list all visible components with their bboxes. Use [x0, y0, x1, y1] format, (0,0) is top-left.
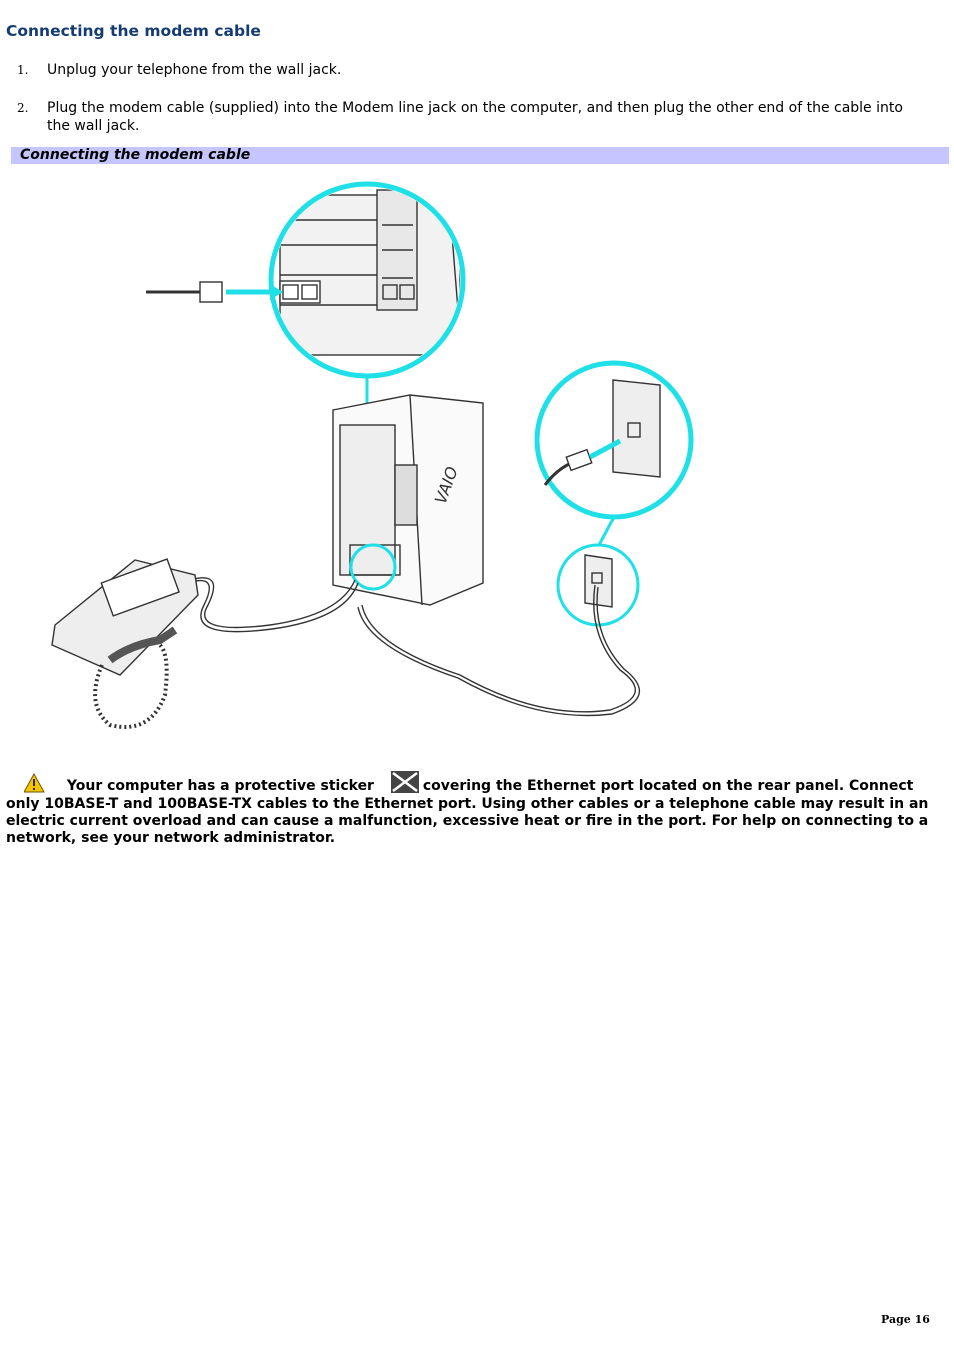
step-text: Plug the modem cable (supplied) into the… — [47, 100, 903, 134]
step-number: 1. — [17, 63, 29, 77]
modem-connection-illustration: VAIO — [51, 181, 694, 729]
figure-caption: Connecting the modem cable — [20, 147, 251, 163]
page-number: Page 16 — [881, 1313, 930, 1326]
step-text: Unplug your telephone from the wall jack… — [47, 62, 342, 78]
page-title: Connecting the modem cable — [6, 22, 261, 40]
warning-text-body: covering the Ethernet port located on th… — [6, 778, 929, 846]
warning-note: Your computer has a protective sticker c… — [6, 768, 946, 847]
step-number: 2. — [17, 101, 29, 115]
warning-text-lead: Your computer has a protective sticker — [66, 778, 374, 794]
rj11-plug — [199, 281, 223, 303]
figure-caption-bar: Connecting the modem cable — [11, 147, 949, 164]
handset-cord — [93, 643, 169, 729]
ethernet-sticker-icon — [390, 771, 419, 793]
warning-triangle-icon — [24, 773, 45, 793]
